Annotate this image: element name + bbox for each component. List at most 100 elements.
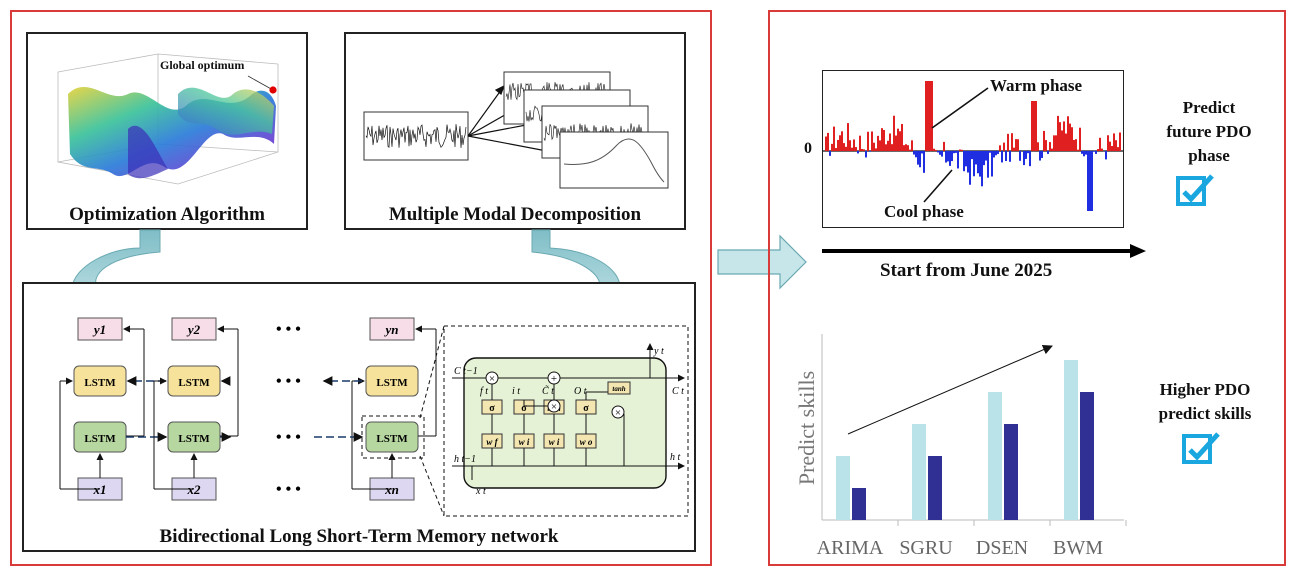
- pdo-bar: [983, 151, 985, 166]
- pdo-bar: [1069, 123, 1071, 151]
- pdo-bar: [1001, 151, 1003, 163]
- pdo-bar: [1073, 140, 1075, 151]
- pdo-series-box: [822, 70, 1124, 228]
- cell-x-t: x t: [475, 486, 486, 497]
- pdo-bar: [1109, 141, 1111, 151]
- output-label: yn: [384, 322, 399, 337]
- category-label: DSEN: [976, 537, 1028, 559]
- higher-line-2: predict skills: [1158, 404, 1252, 423]
- pdo-bar: [1087, 151, 1089, 211]
- pdo-bar: [1043, 130, 1045, 151]
- pdo-zero-label: 0: [804, 140, 812, 157]
- cool-phase-label: Cool phase: [884, 202, 964, 221]
- highlight-box: [361, 415, 425, 459]
- pdo-bar: [921, 151, 923, 154]
- skill-bar-dark: [928, 456, 942, 520]
- pdo-bar: [975, 151, 977, 165]
- weight-label: w i: [519, 437, 530, 447]
- pdo-bar: [1061, 130, 1063, 151]
- pdo-bar: [941, 151, 943, 157]
- lstm-backward-label: LSTM: [178, 433, 210, 445]
- ellipsis: • • •: [276, 321, 301, 338]
- start-date-label: Start from June 2025: [880, 260, 1053, 281]
- pdo-bar: [935, 149, 937, 151]
- pdo-bar: [1009, 151, 1011, 162]
- pdo-bar: [947, 151, 949, 162]
- pdo-bar: [1065, 133, 1067, 151]
- pdo-bar: [855, 147, 857, 151]
- pdo-bar: [979, 151, 981, 177]
- higher-line-1: Higher PDO: [1159, 380, 1251, 399]
- pdo-bar: [893, 115, 895, 151]
- lstm-forward-label: LSTM: [84, 377, 116, 389]
- pdo-bar: [999, 145, 1001, 151]
- pdo-bar: [1101, 148, 1103, 151]
- pdo-bar: [845, 146, 847, 151]
- pdo-bar: [1075, 139, 1077, 151]
- left-panel-frame: [10, 10, 712, 566]
- lstm-forward-label: LSTM: [178, 377, 210, 389]
- optimization-surface-plot: [57, 53, 279, 185]
- pdo-bar: [1015, 139, 1017, 151]
- pdo-bar: [955, 151, 957, 153]
- pdo-bar: [919, 151, 921, 168]
- warm-phase-label: Warm phase: [990, 76, 1083, 95]
- pdo-bar: [1035, 101, 1037, 151]
- pdo-bar: [1117, 147, 1119, 151]
- cell-c-t: C t: [672, 386, 684, 397]
- pdo-bar: [847, 123, 849, 151]
- svg-text:+: +: [551, 373, 557, 385]
- optimization-box: Global optimum Optimization Algorithm: [26, 32, 308, 230]
- pdo-bar: [963, 151, 965, 172]
- decomposition-caption: Multiple Modal Decomposition: [388, 204, 642, 225]
- global-optimum-marker: [269, 86, 277, 94]
- pdo-bar: [1107, 135, 1109, 151]
- pdo-bar: [1071, 127, 1073, 151]
- pdo-bar: [1027, 151, 1029, 154]
- skill-bar-light: [912, 424, 926, 520]
- pdo-bar: [863, 149, 865, 151]
- pdo-bar: [865, 151, 867, 158]
- pdo-bar: [927, 81, 929, 151]
- pdo-bar: [953, 151, 955, 154]
- pdo-bar: [1093, 151, 1095, 152]
- pdo-bar: [1031, 101, 1033, 151]
- ellipsis: • • •: [276, 373, 301, 390]
- predict-line-2: future PDO: [1166, 122, 1252, 141]
- weight-label: w i: [549, 437, 560, 447]
- pdo-bar: [1033, 101, 1035, 151]
- flow-arrow-center: [717, 234, 807, 290]
- pdo-bar: [831, 143, 833, 151]
- pdo-bar: [833, 126, 835, 151]
- category-label: BWM: [1053, 537, 1103, 559]
- raw-signal-panel: [363, 111, 469, 161]
- pdo-bar: [1017, 139, 1019, 151]
- pdo-bar: [827, 132, 829, 151]
- pdo-bar: [965, 151, 967, 167]
- pdo-bar: [945, 151, 947, 163]
- pdo-bar: [1055, 135, 1057, 151]
- pdo-bar: [907, 145, 909, 151]
- lstm-forward-cell: [73, 365, 127, 397]
- pdo-bar: [873, 142, 875, 151]
- pdo-bar: [1095, 151, 1097, 154]
- ellipsis: • • •: [276, 481, 301, 498]
- pdo-bar: [1077, 149, 1079, 151]
- pdo-bar: [905, 144, 907, 151]
- pdo-bar: [891, 144, 893, 151]
- pdo-bar: [923, 151, 925, 173]
- pdo-bar: [851, 147, 853, 151]
- pdo-bar: [835, 148, 837, 151]
- pdo-bar: [859, 135, 861, 151]
- decomposition-box: Multiple Modal Decomposition: [344, 32, 686, 230]
- gate-activation: σ: [521, 403, 527, 414]
- predict-line-3: phase: [1188, 146, 1230, 165]
- predict-label: Predict future PDO phase: [1144, 96, 1274, 168]
- pdo-bar: [1119, 132, 1121, 151]
- lstm-forward-cell: [167, 365, 221, 397]
